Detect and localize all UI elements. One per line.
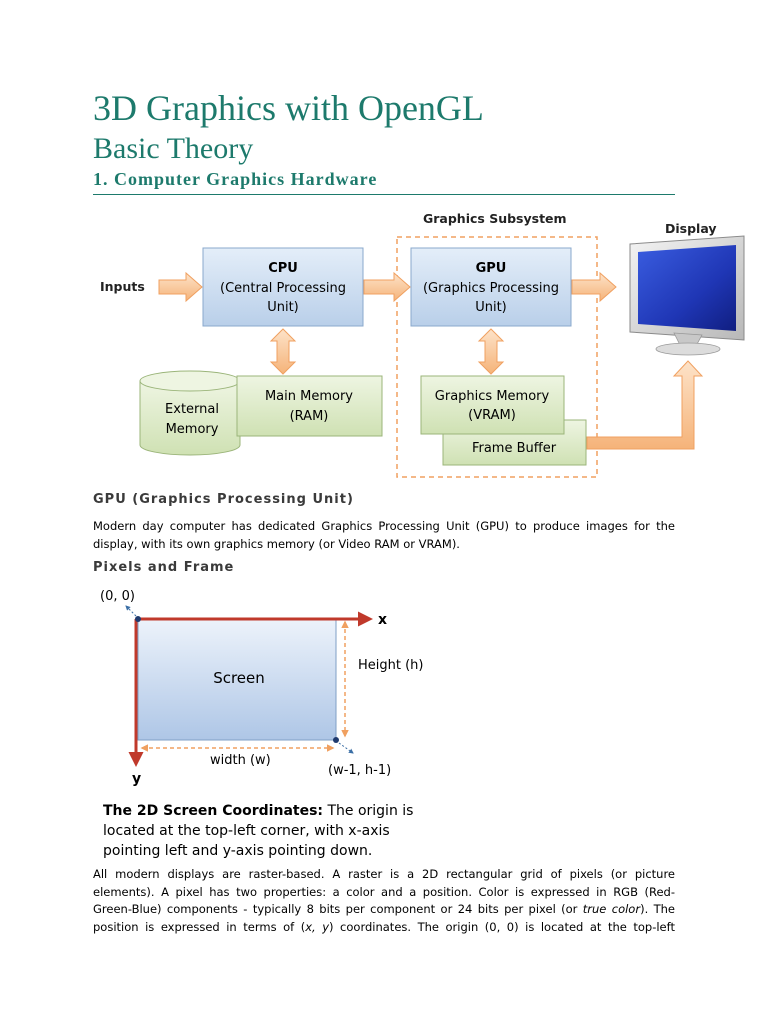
origin-label: (0, 0) <box>100 589 135 604</box>
body-line3-before: Green-Blue) components - typically 8 bit… <box>93 902 583 916</box>
graphics-subsystem-frame <box>396 236 598 478</box>
body-line3-italic: true color <box>582 902 641 916</box>
origin-point <box>135 616 141 622</box>
y-axis-label: y <box>132 771 141 787</box>
graphics-memory-box: Graphics Memory (VRAM) <box>420 375 565 435</box>
page-title: 3D Graphics with OpenGL <box>93 88 484 128</box>
corner-label: (w-1, h-1) <box>328 763 391 778</box>
body-line3-after: ). The <box>640 902 675 916</box>
body-line1: All modern displays are raster-based. A … <box>93 867 675 881</box>
main-memory-line1: Main Memory <box>265 389 353 404</box>
gpu-section-heading: GPU (Graphics Processing Unit) <box>93 492 354 507</box>
body-line4: position is expressed in terms of (x, y)… <box>93 919 675 937</box>
x-axis-label: x <box>378 612 387 628</box>
external-memory-cylinder: External Memory <box>139 370 241 456</box>
gpu-to-display-arrow <box>571 271 617 303</box>
width-label: width (w) <box>210 753 271 768</box>
cpu-memory-arrow <box>269 328 297 375</box>
caption-line2: located at the top-left corner, with x-a… <box>103 823 390 839</box>
graphics-memory-line2: (VRAM) <box>468 408 516 423</box>
graphics-subsystem-label: Graphics Subsystem <box>423 211 567 226</box>
body-line3: Green-Blue) components - typically 8 bit… <box>93 901 675 919</box>
screen-coordinates-diagram: (0, 0) Screen x y Height (h) width (w) (… <box>100 589 424 787</box>
cpu-line2: Unit) <box>267 300 299 315</box>
heading-rule <box>93 194 675 195</box>
main-memory-box: Main Memory (RAM) <box>236 375 383 437</box>
cpu-line1: (Central Processing <box>220 281 346 296</box>
inputs-label: Inputs <box>100 279 145 294</box>
caption-line1: The 2D Screen Coordinates: The origin is <box>103 801 463 821</box>
main-memory-line2: (RAM) <box>290 409 329 424</box>
caption-line3: pointing left and y-axis pointing down. <box>103 843 373 859</box>
cpu-box: CPU (Central Processing Unit) <box>202 247 364 327</box>
corner-point <box>333 737 339 743</box>
graphics-memory-line1: Graphics Memory <box>435 389 550 404</box>
body-line4-after: ) coordinates. The origin (0, 0) is loca… <box>329 919 675 934</box>
pixels-frame-heading: Pixels and Frame <box>93 560 235 575</box>
page-subtitle: Basic Theory <box>93 132 254 165</box>
gpu-line2: Unit) <box>475 300 507 315</box>
body-paragraph: All modern displays are raster-based. A … <box>93 866 675 936</box>
gpu-line1: (Graphics Processing <box>423 281 559 296</box>
corner-pointer <box>338 742 354 754</box>
caption-line1-rest: The origin is <box>323 803 414 819</box>
frame-buffer-label: Frame Buffer <box>472 441 557 456</box>
height-label: Height (h) <box>358 658 424 673</box>
screen-label: Screen <box>213 669 265 687</box>
framebuffer-to-display-arrow <box>586 360 704 450</box>
display-monitor-icon <box>629 235 745 356</box>
origin-pointer <box>125 605 137 617</box>
gpu-box: GPU (Graphics Processing Unit) <box>410 247 572 327</box>
figure-caption: The 2D Screen Coordinates: The origin is… <box>103 801 463 861</box>
gpu-section-paragraph: Modern day computer has dedicated Graphi… <box>93 518 675 553</box>
screen-rect <box>137 618 337 741</box>
external-memory-line1: External <box>165 402 219 417</box>
gpu-title: GPU <box>476 261 507 276</box>
external-memory-line2: Memory <box>166 422 219 437</box>
cpu-title: CPU <box>268 261 298 276</box>
gpu-vram-arrow <box>477 328 505 375</box>
inputs-arrow <box>158 271 203 303</box>
body-line4-before: position is expressed in terms of ( <box>93 919 306 934</box>
body-line4-italic: x, y <box>305 919 330 934</box>
body-line2: elements). A pixel has two properties: a… <box>93 884 675 899</box>
display-label: Display <box>665 221 717 236</box>
gpu-paragraph-line2: display, with its own graphics memory (o… <box>93 536 460 551</box>
gpu-paragraph-line1: Modern day computer has dedicated Graphi… <box>93 519 675 533</box>
caption-bold: The 2D Screen Coordinates: <box>103 803 324 819</box>
hardware-diagram: Graphics Subsystem Inputs CPU (Central P… <box>100 211 745 478</box>
section-heading: 1. Computer Graphics Hardware <box>93 169 378 189</box>
cpu-to-gpu-arrow <box>363 271 411 303</box>
